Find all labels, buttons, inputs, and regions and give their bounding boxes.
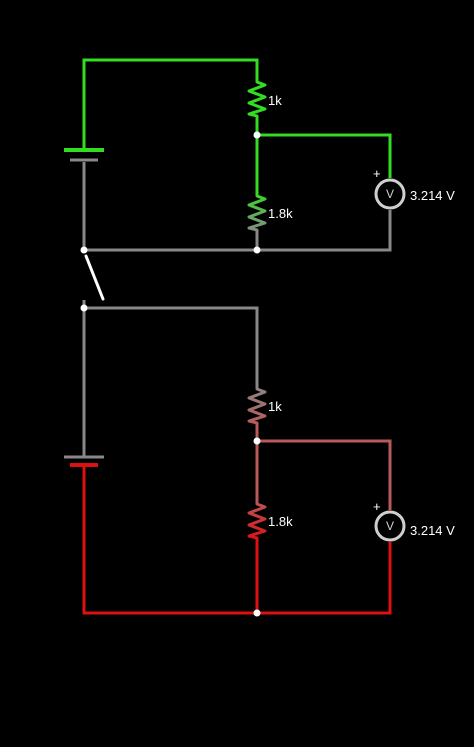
resistor-top-r2[interactable] (247, 192, 267, 232)
wire-top-battery-to-r1 (82, 58, 259, 150)
node-bottom-ground (253, 609, 261, 617)
resistor-bottom-r2-label: 1.8k (268, 514, 293, 529)
resistor-top-r1[interactable] (247, 78, 267, 118)
voltmeter-top[interactable]: V + 3.214 V (373, 166, 455, 210)
voltmeter-bottom-reading: 3.214 V (410, 523, 455, 538)
voltmeter-top-symbol: V (386, 187, 394, 201)
voltmeter-top-ring (374, 178, 406, 210)
wire-top-ground (82, 162, 392, 252)
node-top-junction (253, 131, 261, 139)
voltmeter-bottom-ring (374, 510, 406, 542)
battery-top[interactable] (64, 148, 104, 162)
resistor-bottom-r1-label: 1k (268, 399, 282, 414)
bottom-circuit: 1k 1.8k V + 3.214 V (64, 304, 455, 617)
node-top-ground-right (253, 246, 261, 254)
resistor-top-r1-label: 1k (268, 93, 282, 108)
node-top-ground-left (80, 246, 88, 254)
voltmeter-top-plus: + (373, 166, 381, 181)
resistor-top-r2-label: 1.8k (268, 206, 293, 221)
voltmeter-top-reading: 3.214 V (410, 188, 455, 203)
wire-bottom-switch-to-r1 (82, 306, 259, 457)
voltmeter-bottom-plus: + (373, 499, 381, 514)
wire-bottom-ground (82, 465, 392, 615)
voltmeter-bottom-symbol: V (386, 519, 394, 533)
voltmeter-bottom[interactable]: V + 3.214 V (373, 499, 455, 542)
wire-top-r1-to-meter (255, 118, 392, 178)
resistor-bottom-r2[interactable] (247, 500, 267, 540)
top-circuit: 1k 1.8k V + 3.214 V (64, 58, 455, 254)
switch[interactable] (82, 254, 105, 308)
resistor-bottom-r1[interactable] (247, 385, 267, 425)
node-bottom-junction (253, 437, 261, 445)
switch-blade (84, 254, 105, 301)
wire-bottom-r1-to-meter (255, 425, 392, 510)
battery-bottom[interactable] (64, 455, 104, 467)
node-bottom-switch (80, 304, 88, 312)
